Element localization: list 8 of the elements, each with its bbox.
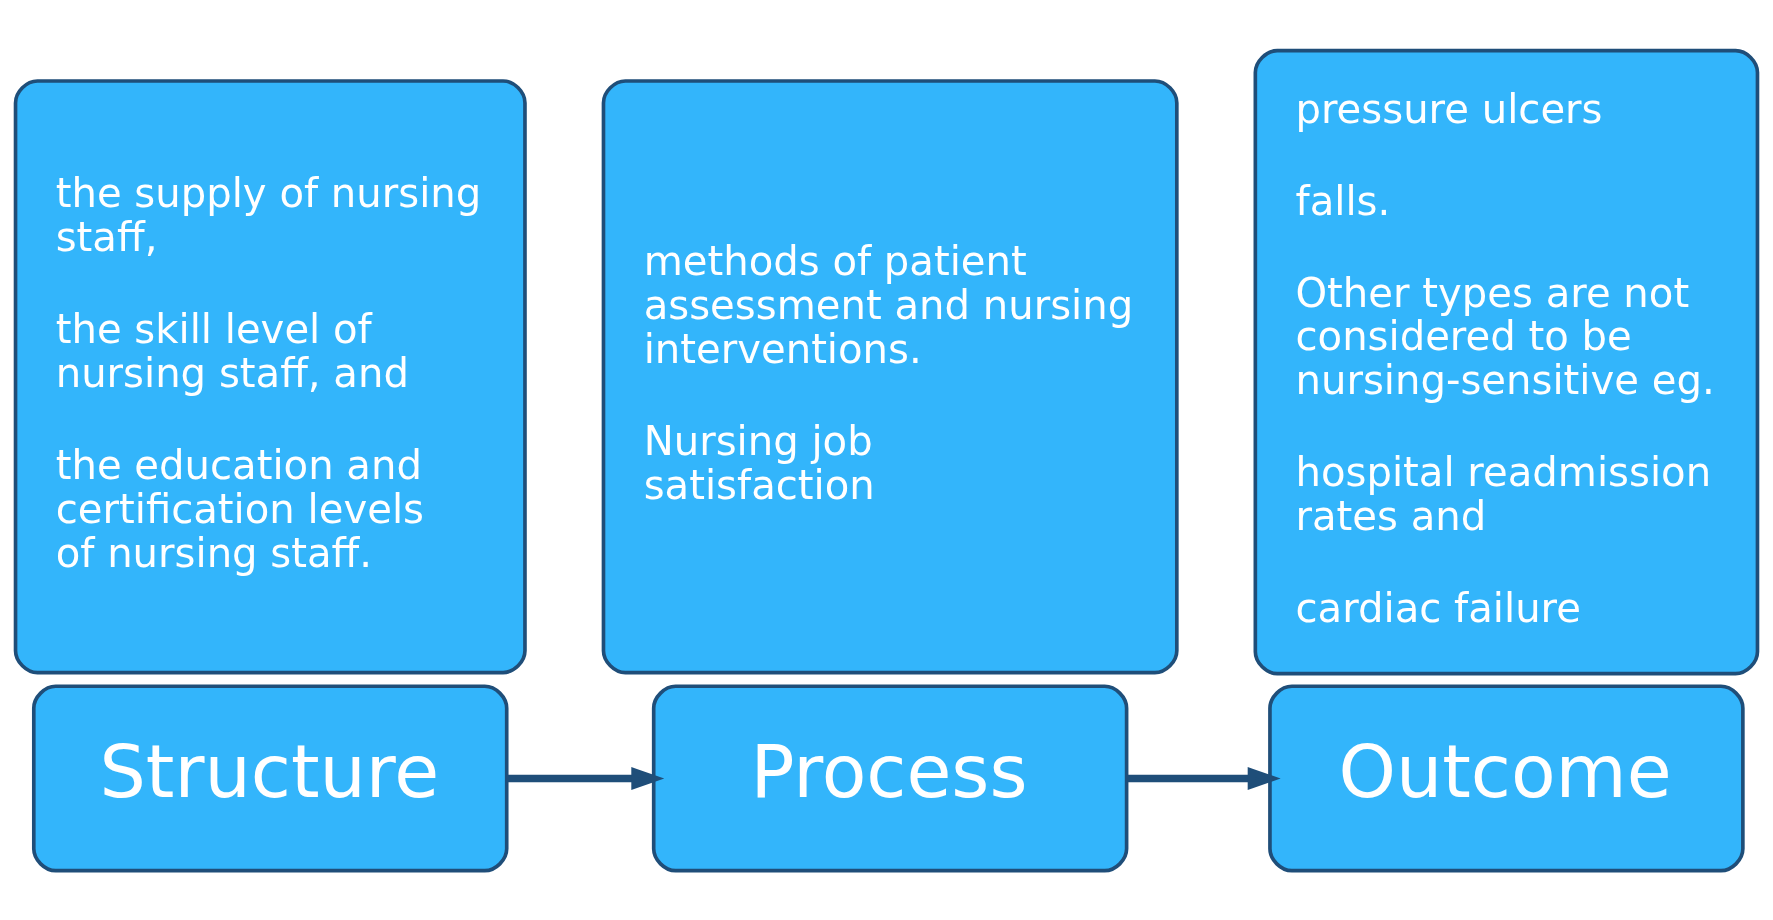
- arrow: [506, 766, 665, 790]
- node-box: Process: [651, 683, 1129, 873]
- node-box: methods of patient assessment and nursing interventions. Nursing job satisfaction: [601, 78, 1179, 674]
- node-box: Outcome: [1268, 683, 1745, 873]
- arrow: [1127, 766, 1281, 790]
- node-box: the supply of nursing staff, the skill level of nursing staff, and the education and certification levels of nursing staff.: [13, 78, 527, 674]
- node-box: pressure ulcers falls. Other types are not considered to be nursing-sensitive eg. hospital readmission rates and cardiac failure: [1253, 48, 1760, 675]
- node-box: Structure: [31, 683, 509, 873]
